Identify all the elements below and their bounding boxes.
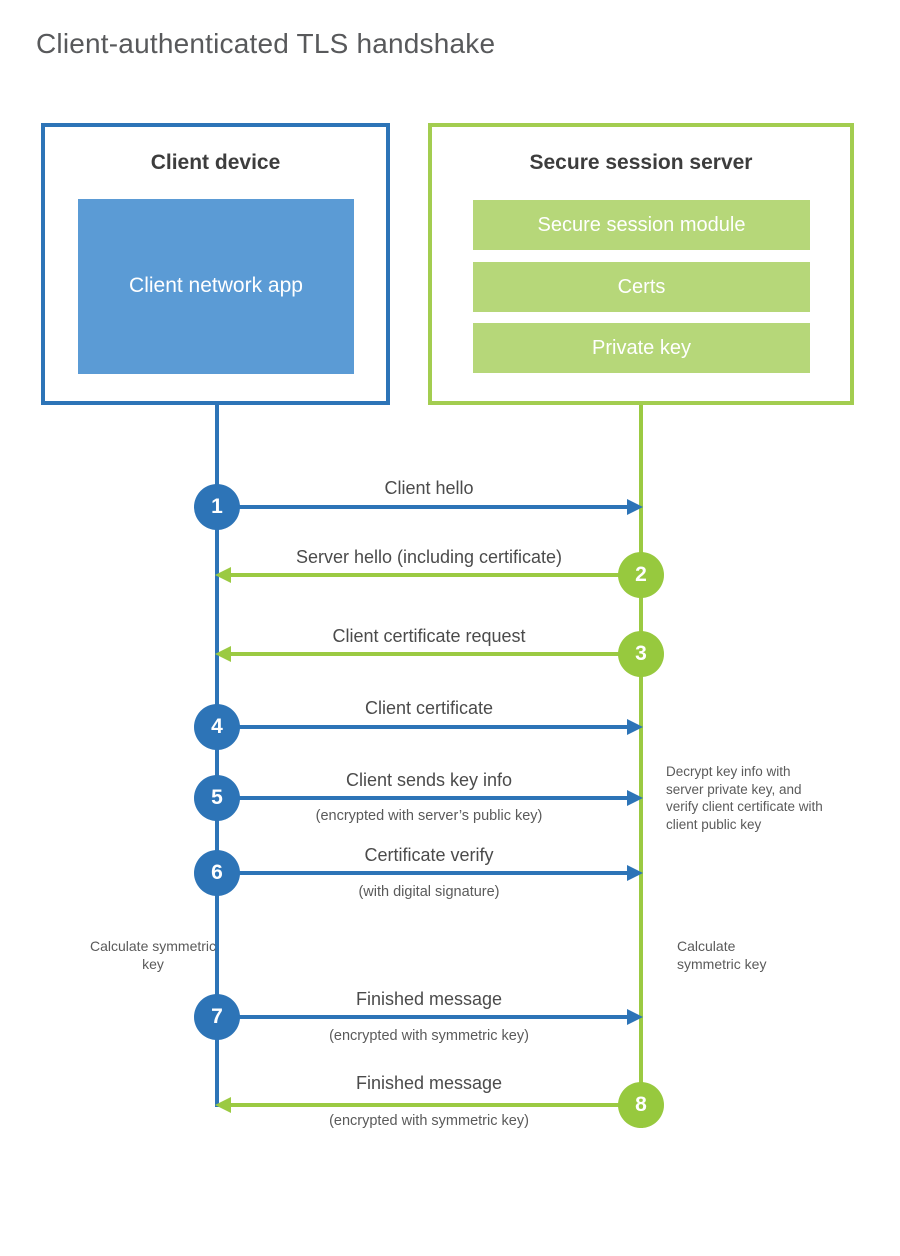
message-label: Client certificate request — [332, 626, 526, 646]
arrowhead-left-icon — [215, 1097, 231, 1113]
server-module-bar-secure-session-module: Secure session module — [473, 200, 810, 250]
message-arrow — [217, 796, 627, 800]
step-number: 2 — [635, 563, 647, 586]
message-arrow — [217, 871, 627, 875]
step-number: 1 — [211, 495, 223, 518]
client-network-app-label: Client network app — [129, 274, 303, 298]
message-subtitle: (with digital signature) — [358, 884, 500, 900]
step-circle-2: 2 — [618, 552, 664, 598]
arrowhead-right-icon — [627, 865, 643, 881]
message-subtitle: (encrypted with symmetric key) — [329, 1113, 529, 1129]
arrowhead-right-icon — [627, 719, 643, 735]
message-label: Finished message — [355, 1073, 503, 1093]
step-number: 7 — [211, 1005, 223, 1028]
server-module-bar-certs: Certs — [473, 262, 810, 312]
arrowhead-right-icon — [627, 790, 643, 806]
step-number: 6 — [211, 861, 223, 884]
arrowhead-left-icon — [215, 646, 231, 662]
step-number: 3 — [635, 642, 647, 665]
arrowhead-right-icon — [627, 499, 643, 515]
diagram-title: Client-authenticated TLS handshake — [36, 28, 496, 59]
message-label: Server hello (including certificate) — [295, 547, 563, 567]
message-arrow — [231, 652, 641, 656]
message-label: Client hello — [384, 478, 474, 498]
step-circle-5: 5 — [194, 775, 240, 821]
message-subtitle: (encrypted with symmetric key) — [329, 1028, 529, 1044]
message-label: Client sends key info — [345, 770, 513, 790]
message-subtitle: (encrypted with server’s public key) — [315, 808, 543, 824]
server-title: Secure session server — [529, 151, 753, 174]
client-lifeline — [215, 405, 219, 1107]
message-arrow — [231, 1103, 641, 1107]
step-circle-7: 7 — [194, 994, 240, 1040]
server-module-label: Private key — [592, 336, 691, 359]
message-label: Certificate verify — [364, 845, 494, 865]
step-number: 5 — [211, 786, 223, 809]
message-label: Client certificate — [364, 698, 494, 718]
server-module-label: Certs — [617, 275, 666, 298]
client-network-app-box: Client network app — [78, 199, 354, 374]
calc-symmetric-right: Calculate symmetric key — [677, 938, 767, 973]
message-label: Finished message — [355, 989, 503, 1009]
server-lifeline — [639, 405, 643, 1128]
step-number: 8 — [635, 1093, 647, 1116]
step-circle-4: 4 — [194, 704, 240, 750]
client-device-title: Client device — [150, 151, 281, 174]
arrowhead-right-icon — [627, 1009, 643, 1025]
arrowhead-left-icon — [215, 567, 231, 583]
message-arrow — [231, 573, 641, 577]
step-circle-3: 3 — [618, 631, 664, 677]
step-circle-6: 6 — [194, 850, 240, 896]
step-circle-8: 8 — [618, 1082, 664, 1128]
note-decrypt: Decrypt key info with server private key… — [666, 764, 823, 832]
step-circle-1: 1 — [194, 484, 240, 530]
message-arrow — [217, 1015, 627, 1019]
message-arrow — [217, 505, 627, 509]
server-module-bar-private-key: Private key — [473, 323, 810, 373]
message-arrow — [217, 725, 627, 729]
step-number: 4 — [211, 715, 223, 738]
server-module-label: Secure session module — [537, 213, 746, 236]
calc-symmetric-left: Calculate symmetric key — [89, 938, 217, 973]
